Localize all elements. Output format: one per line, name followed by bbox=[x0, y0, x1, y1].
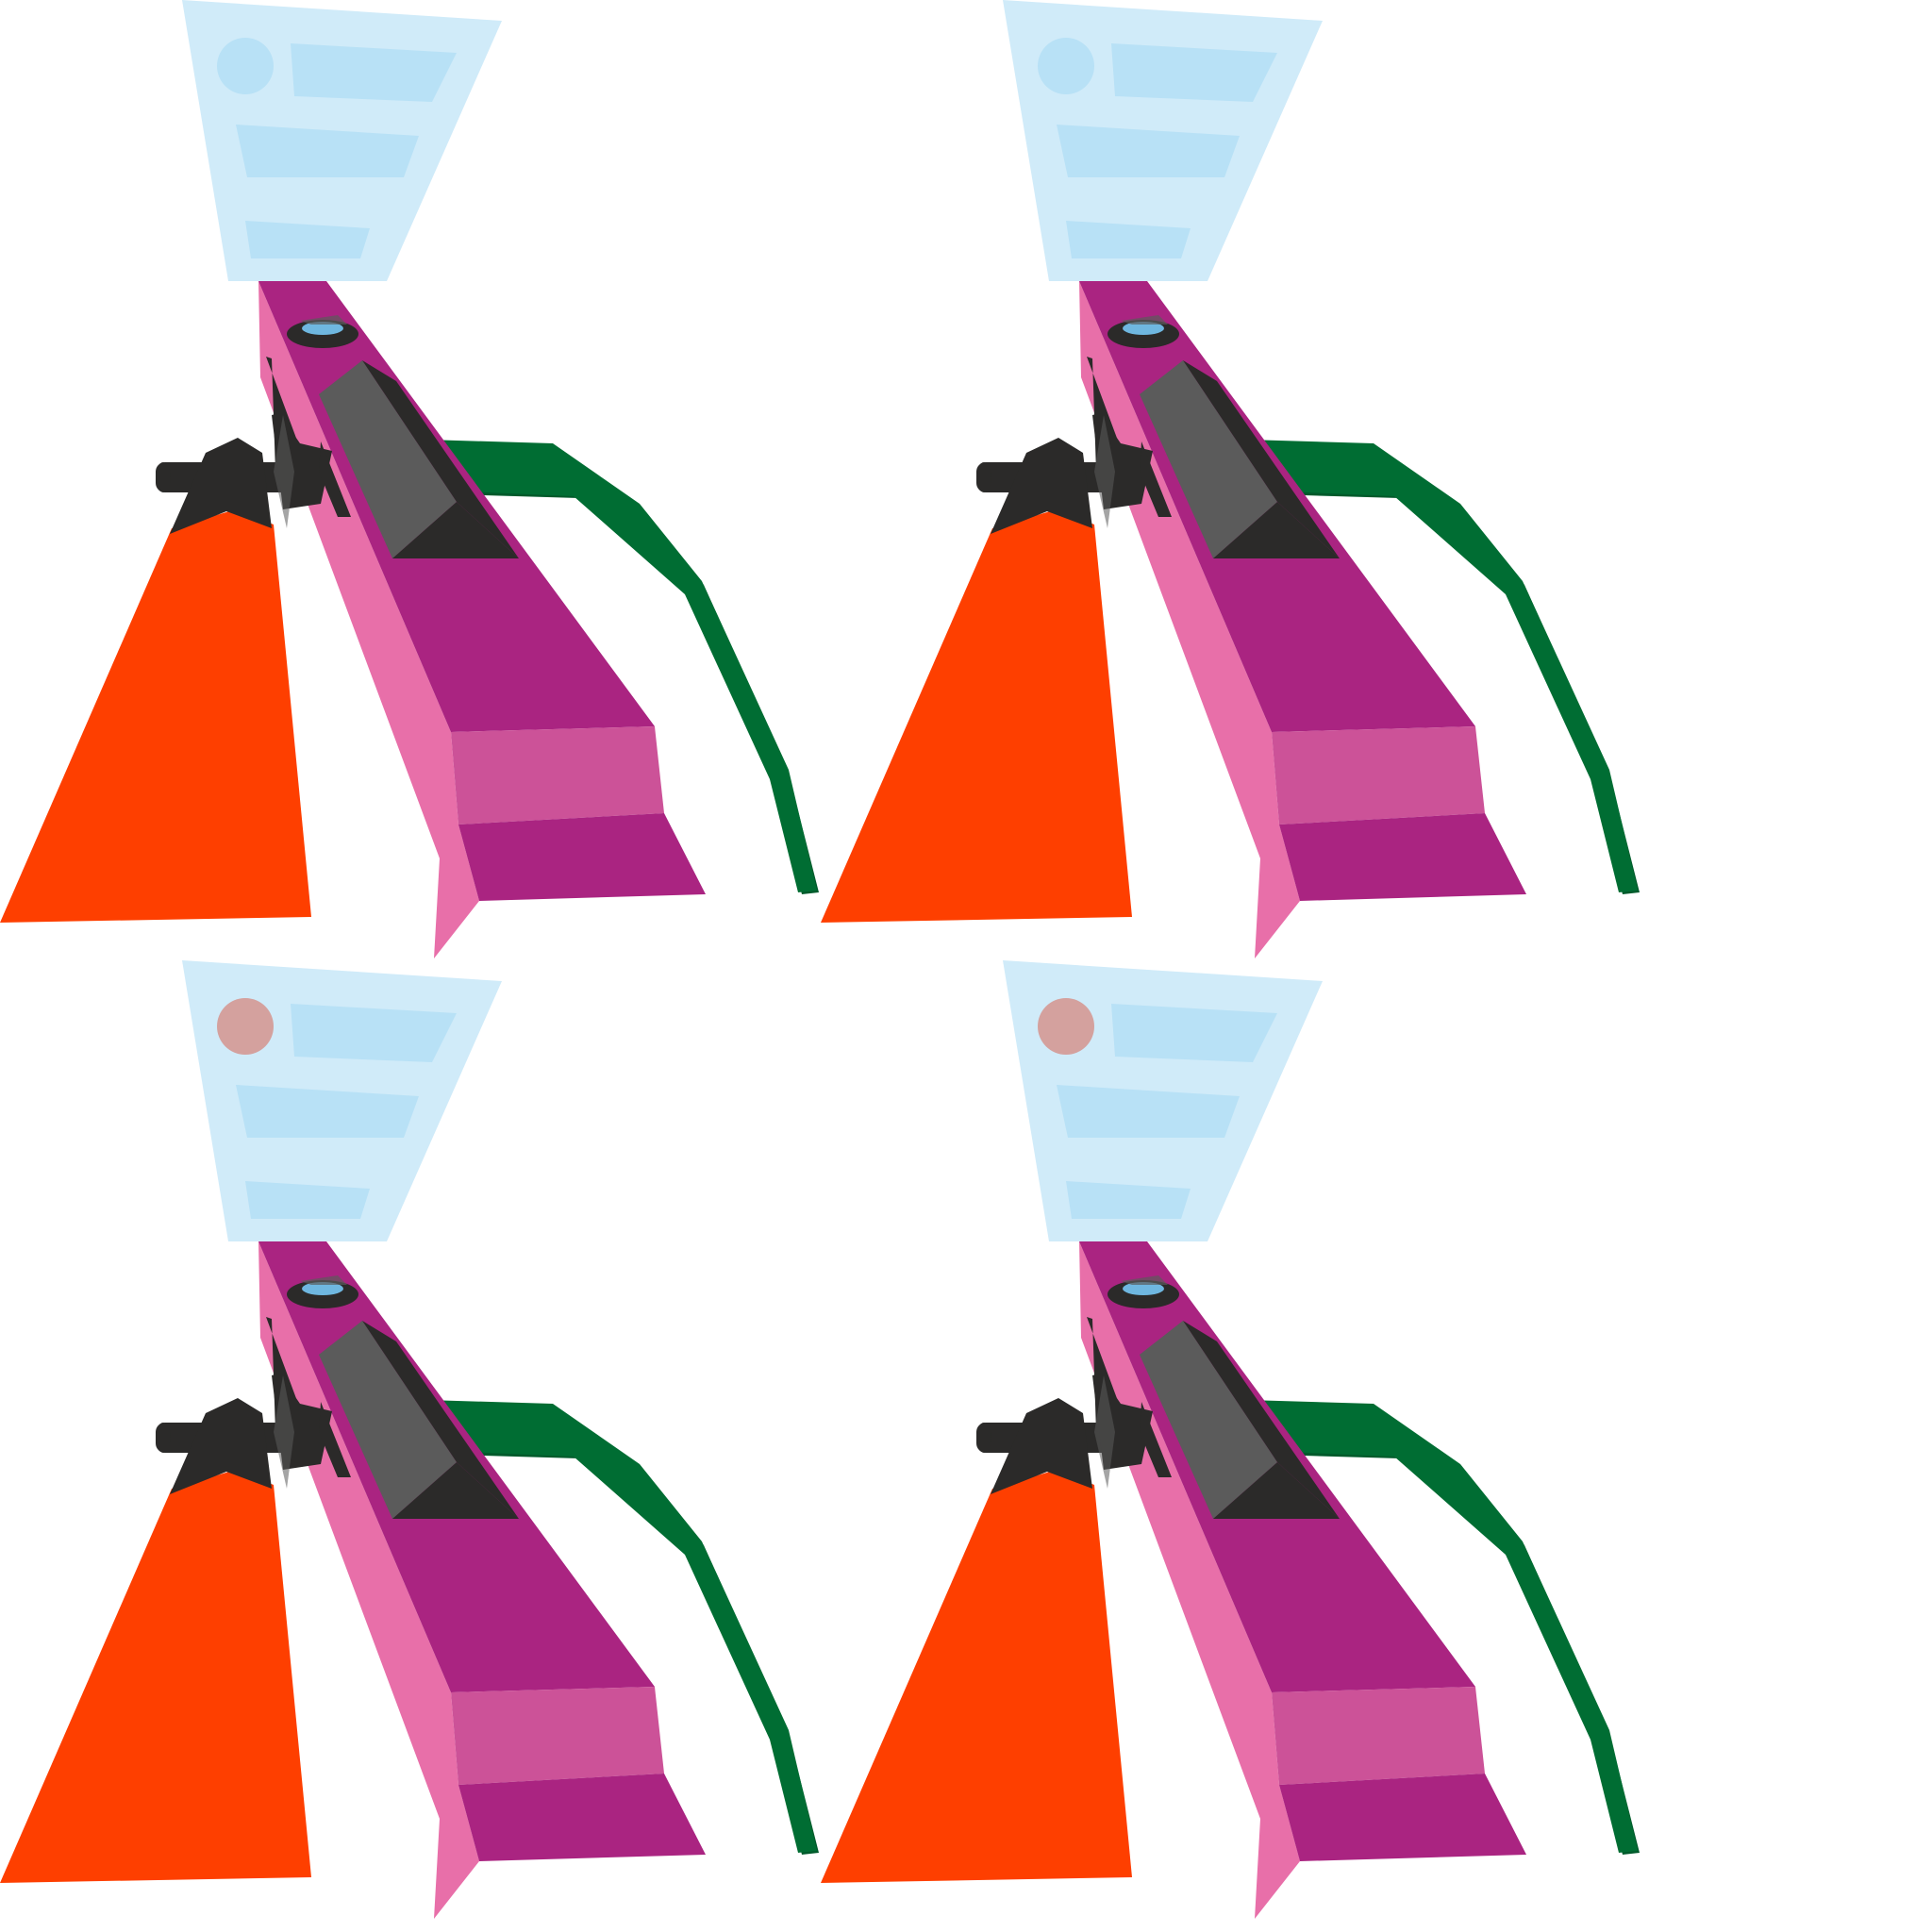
orange-cone bbox=[821, 509, 1132, 923]
lens-rim bbox=[1121, 315, 1168, 325]
chest-block-base bbox=[392, 1462, 519, 1519]
monitor-panel-bottom bbox=[1066, 1181, 1191, 1219]
sprite-canvas bbox=[0, 960, 819, 1919]
sprite-frame-2 bbox=[821, 0, 1787, 966]
leg-strut-highlight bbox=[274, 1375, 294, 1489]
sprite-frame-1 bbox=[0, 0, 966, 966]
lens-rim bbox=[300, 1275, 347, 1285]
indicator-light-off bbox=[1038, 38, 1094, 94]
orange-cone bbox=[821, 1470, 1132, 1883]
chest-block-face bbox=[319, 360, 457, 558]
torso-band bbox=[1272, 726, 1485, 824]
monitor-panel-top bbox=[1111, 1004, 1277, 1062]
chest-block-base bbox=[1213, 502, 1340, 558]
chest-block-side bbox=[362, 360, 519, 558]
sprite-frame-4 bbox=[821, 960, 1787, 1926]
sprite-canvas bbox=[821, 960, 1640, 1919]
lens-glass bbox=[1123, 322, 1164, 335]
cone-cap bbox=[991, 438, 1092, 534]
chest-block-face bbox=[1140, 360, 1277, 558]
monitor-panel-top bbox=[1111, 43, 1277, 102]
chest-block-side bbox=[362, 1321, 519, 1519]
leg-strut-side bbox=[319, 1402, 351, 1477]
leg-strut-side bbox=[319, 441, 351, 517]
indicator-light-off bbox=[217, 38, 274, 94]
lens-glass bbox=[302, 1282, 343, 1295]
monitor-panel-middle bbox=[236, 1085, 419, 1138]
monitor-panel-middle bbox=[1057, 125, 1240, 177]
sprite-frame-3 bbox=[0, 960, 966, 1926]
torso-band bbox=[1272, 1687, 1485, 1785]
chest-block-side bbox=[1183, 360, 1340, 558]
leg-strut-highlight bbox=[1094, 1375, 1115, 1489]
robot-sprite bbox=[821, 0, 1640, 958]
monitor-panel-middle bbox=[1057, 1085, 1240, 1138]
cone-cap bbox=[170, 1398, 272, 1494]
cone-cap bbox=[991, 1398, 1092, 1494]
chest-block-face bbox=[319, 1321, 457, 1519]
rod-end-left bbox=[976, 462, 991, 492]
rod-end-left bbox=[156, 462, 171, 492]
torso-skirt bbox=[458, 1774, 706, 1861]
cone-cap bbox=[170, 438, 272, 534]
torso-skirt bbox=[1279, 1774, 1526, 1861]
monitor-panel-bottom bbox=[245, 221, 370, 258]
monitor-panel-bottom bbox=[1066, 221, 1191, 258]
chest-block-face bbox=[1140, 1321, 1277, 1519]
leg-strut-highlight bbox=[1094, 415, 1115, 528]
sprite-canvas bbox=[0, 0, 819, 958]
robot-sprite bbox=[0, 0, 819, 958]
lens-glass bbox=[1123, 1282, 1164, 1295]
orange-cone bbox=[0, 1470, 311, 1883]
sprite-canvas bbox=[821, 0, 1640, 958]
torso-skirt bbox=[458, 813, 706, 901]
lens-rim bbox=[300, 315, 347, 325]
chest-block-base bbox=[392, 502, 519, 558]
orange-cone bbox=[0, 509, 311, 923]
leg-strut-side bbox=[1140, 1402, 1172, 1477]
indicator-light-on bbox=[217, 998, 274, 1055]
monitor-panel-top bbox=[291, 1004, 457, 1062]
torso-band bbox=[451, 1687, 664, 1785]
lens-glass bbox=[302, 322, 343, 335]
robot-sprite bbox=[0, 960, 819, 1919]
rod-end-left bbox=[156, 1423, 171, 1453]
leg-strut-highlight bbox=[274, 415, 294, 528]
torso-skirt bbox=[1279, 813, 1526, 901]
leg-strut-side bbox=[1140, 441, 1172, 517]
torso-band bbox=[451, 726, 664, 824]
monitor-panel-middle bbox=[236, 125, 419, 177]
chest-block-side bbox=[1183, 1321, 1340, 1519]
chest-block-base bbox=[1213, 1462, 1340, 1519]
robot-sprite bbox=[821, 960, 1640, 1919]
rod-end-left bbox=[976, 1423, 991, 1453]
monitor-panel-top bbox=[291, 43, 457, 102]
lens-rim bbox=[1121, 1275, 1168, 1285]
indicator-light-on bbox=[1038, 998, 1094, 1055]
monitor-panel-bottom bbox=[245, 1181, 370, 1219]
